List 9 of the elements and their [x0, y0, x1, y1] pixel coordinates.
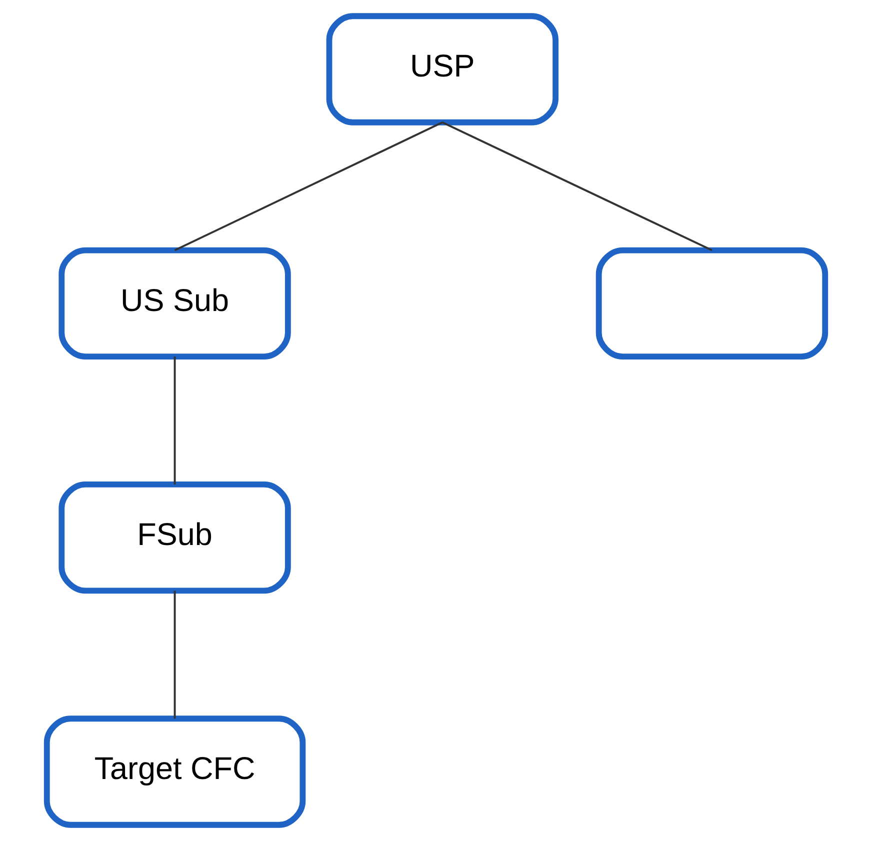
- node-box: FSub: [58, 482, 291, 594]
- connector: [174, 122, 443, 252]
- node-box: Target CFC: [44, 716, 306, 828]
- node-box: US Sub: [58, 247, 291, 360]
- connector: [442, 121, 712, 252]
- connector: [174, 590, 176, 719]
- connector: [174, 356, 176, 484]
- node-box: [596, 247, 828, 360]
- node-box: USP: [326, 13, 558, 126]
